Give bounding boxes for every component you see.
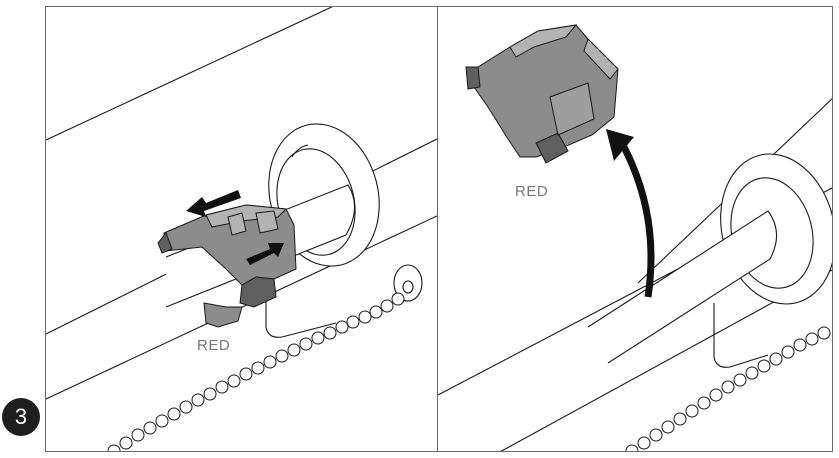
bracket-plate (265, 287, 337, 338)
bead-chain (107, 292, 405, 451)
red-clip-part-lifted (465, 24, 619, 164)
illustration-panel-right: RED (437, 6, 833, 452)
shaft-right (587, 210, 778, 364)
lift-up-arrow (606, 129, 655, 298)
step-number-badge: 3 (2, 398, 40, 436)
slide-right-arrow (246, 243, 284, 265)
left-panel-drawing (46, 7, 437, 451)
chain-pulley-hub (402, 280, 414, 294)
illustration-panel-left: RED (45, 6, 438, 452)
bracket-plate-right (713, 303, 769, 368)
right-panel-drawing (438, 24, 832, 451)
red-part-callout: RED (197, 337, 231, 354)
slide-left-arrow (186, 190, 241, 217)
red-clip-part (157, 204, 297, 328)
bead-chain-right (625, 326, 831, 451)
chain-pulley (393, 264, 423, 302)
headrail-top-edge (46, 7, 333, 141)
red-part-callout-right: RED (515, 183, 549, 200)
